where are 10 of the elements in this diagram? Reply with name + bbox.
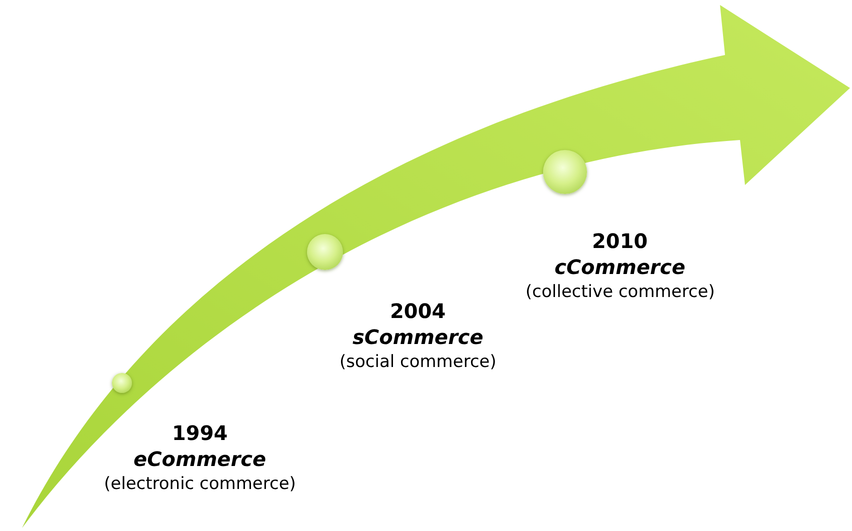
era-description: (social commerce) [340, 351, 496, 374]
era-description: (collective commerce) [526, 281, 715, 304]
bubble-marker [543, 150, 587, 194]
era-name: eCommerce [134, 446, 266, 472]
era-name: cCommerce [554, 254, 686, 280]
era-description: (electronic commerce) [104, 473, 296, 496]
year-label: 2010 [592, 228, 648, 254]
year-label: 1994 [172, 420, 228, 446]
era-name: sCommerce [352, 324, 484, 350]
year-label: 2004 [390, 298, 446, 324]
